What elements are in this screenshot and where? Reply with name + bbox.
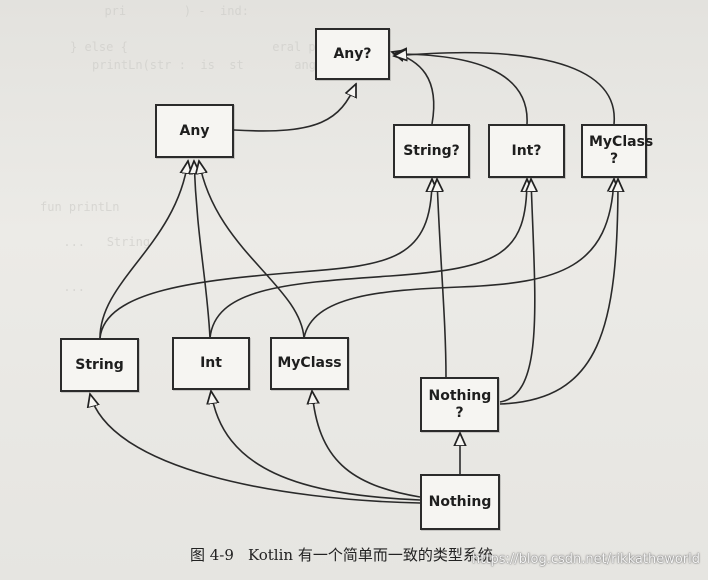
node-nothing-nullable: Nothing ? <box>420 377 499 432</box>
node-string-nullable: String? <box>393 124 470 178</box>
arrow-int-to-any <box>194 161 211 339</box>
background-bleed-text: ... <box>20 280 86 294</box>
node-label: String <box>75 356 124 373</box>
node-myclass-nullable: MyClass ? <box>581 124 654 178</box>
background-bleed-text: pri ) - ind: <box>90 4 249 18</box>
node-int-nullable: Int? <box>488 124 565 178</box>
arrow-nothing-nullable-to-myclass-nullable <box>499 179 618 405</box>
arrow-myclass-nullable-to-any-nullable <box>394 53 615 125</box>
node-label: MyClass <box>277 355 342 371</box>
node-label: MyClass ? <box>589 134 654 167</box>
node-label: String? <box>403 142 460 159</box>
figure-number: 图 4-9 <box>190 546 234 564</box>
node-label: Any? <box>333 45 372 62</box>
node-nothing: Nothing <box>420 474 500 530</box>
node-any: Any <box>155 104 234 158</box>
arrow-nothing-to-myclass <box>312 391 421 498</box>
node-label: Int <box>200 355 222 371</box>
arrow-string-nullable-to-any-nullable <box>392 52 435 125</box>
arrow-nothing-nullable-to-string-nullable <box>437 179 447 379</box>
arrow-nothing-nullable-to-int-nullable <box>499 179 535 403</box>
arrow-int-nullable-to-any-nullable <box>394 54 528 125</box>
node-label: Any <box>179 122 210 139</box>
arrow-string-to-string-nullable <box>99 179 432 339</box>
node-label: Nothing ? <box>428 387 492 421</box>
figure-caption-text: Kotlin 有一个简单而一致的类型系统 <box>247 546 493 564</box>
arrow-nothing-to-string <box>90 394 421 504</box>
arrow-string-to-any <box>99 161 188 339</box>
node-any-nullable: Any? <box>315 28 390 80</box>
background-bleed-text: ... String <box>20 235 151 249</box>
node-label: Nothing <box>428 493 492 510</box>
node-string: String <box>60 338 139 392</box>
node-int: Int <box>172 337 250 390</box>
arrow-myclass-to-myclass-nullable <box>303 179 614 339</box>
source-watermark: https://blog.csdn.net/rikkatheworld <box>472 552 700 567</box>
arrow-myclass-to-any <box>199 161 305 339</box>
node-label: Int? <box>511 142 542 159</box>
background-bleed-text: printLn(str : is st ang <box>92 58 316 72</box>
arrow-nothing-to-int <box>211 391 421 501</box>
node-myclass: MyClass <box>270 337 349 390</box>
background-bleed-text: fun printLn <box>40 200 171 214</box>
arrow-any-to-any-nullable <box>233 84 356 132</box>
arrow-int-to-int-nullable <box>209 179 527 339</box>
figure-caption: 图 4-9 Kotlin 有一个简单而一致的类型系统 <box>190 544 493 565</box>
